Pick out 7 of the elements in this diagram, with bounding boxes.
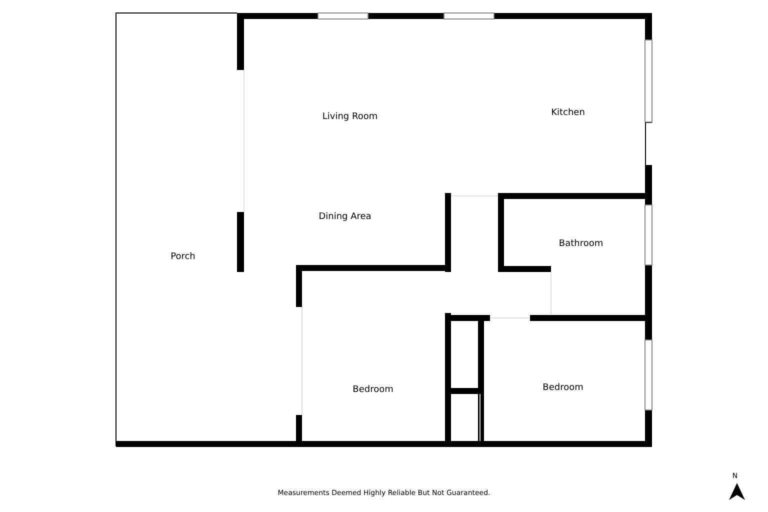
room-label: Bedroom: [542, 383, 584, 393]
room-label: Bedroom: [352, 385, 394, 395]
room-label: Dining Area: [318, 212, 372, 222]
room-label: Living Room: [322, 112, 378, 122]
room-label: Bathroom: [558, 239, 604, 249]
room-label: Porch: [170, 252, 196, 262]
room-label: Kitchen: [551, 108, 585, 118]
